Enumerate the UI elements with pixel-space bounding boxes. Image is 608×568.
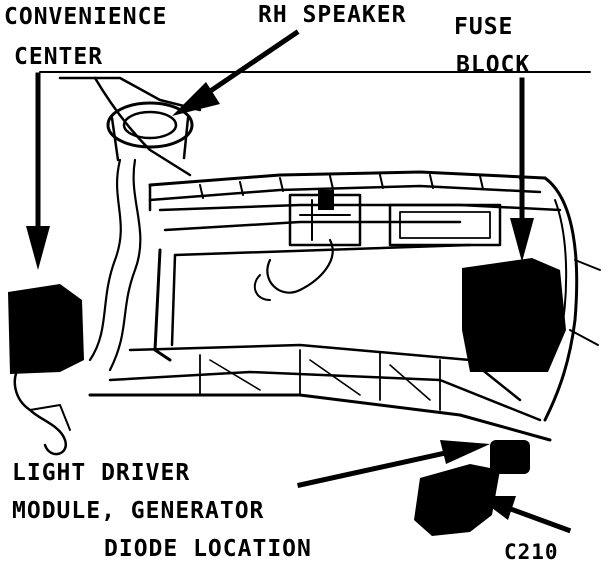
light-driver-label-line3: DIODE LOCATION xyxy=(104,536,312,562)
light-driver-label-line2: MODULE, GENERATOR xyxy=(12,498,265,524)
convenience-center-label-line1: CONVENIENCE xyxy=(4,4,168,30)
fuse-block-label-line2: BLOCK xyxy=(456,52,531,78)
convenience-center-module xyxy=(8,284,84,374)
rh-speaker-label: RH SPEAKER xyxy=(258,2,407,28)
c210-connector-label: C210 xyxy=(504,540,559,564)
fuse-block-module xyxy=(462,258,566,372)
light-driver-label-line1: LIGHT DRIVER xyxy=(12,460,191,486)
fuse-block-label-line1: FUSE xyxy=(454,14,514,40)
light-driver-module xyxy=(414,464,500,536)
convenience-center-label-line2: CENTER xyxy=(14,44,104,70)
